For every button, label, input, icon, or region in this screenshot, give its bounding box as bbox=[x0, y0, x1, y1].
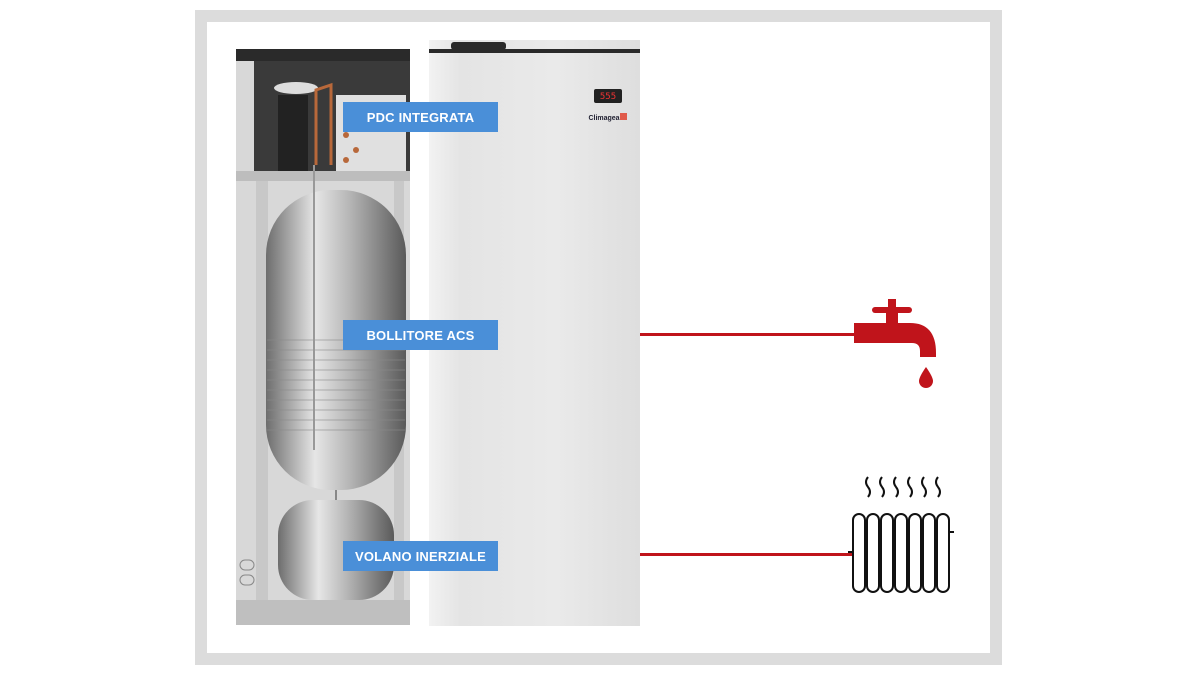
radiator-icon bbox=[848, 476, 954, 593]
water-tap-icon bbox=[854, 299, 936, 388]
label-heat-pump: PDC INTEGRATA bbox=[343, 102, 498, 132]
cutaway-unit-illustration: 555 Climagea bbox=[236, 40, 640, 626]
label-buffer-tank: VOLANO INERZIALE bbox=[343, 541, 498, 571]
hot-water-connector-line bbox=[640, 333, 858, 336]
heating-connector-line bbox=[640, 553, 852, 556]
brand-logo: Climagea bbox=[588, 115, 619, 122]
controller-display: 555 bbox=[600, 92, 616, 102]
label-dhw-tank: BOLLITORE ACS bbox=[343, 320, 498, 350]
